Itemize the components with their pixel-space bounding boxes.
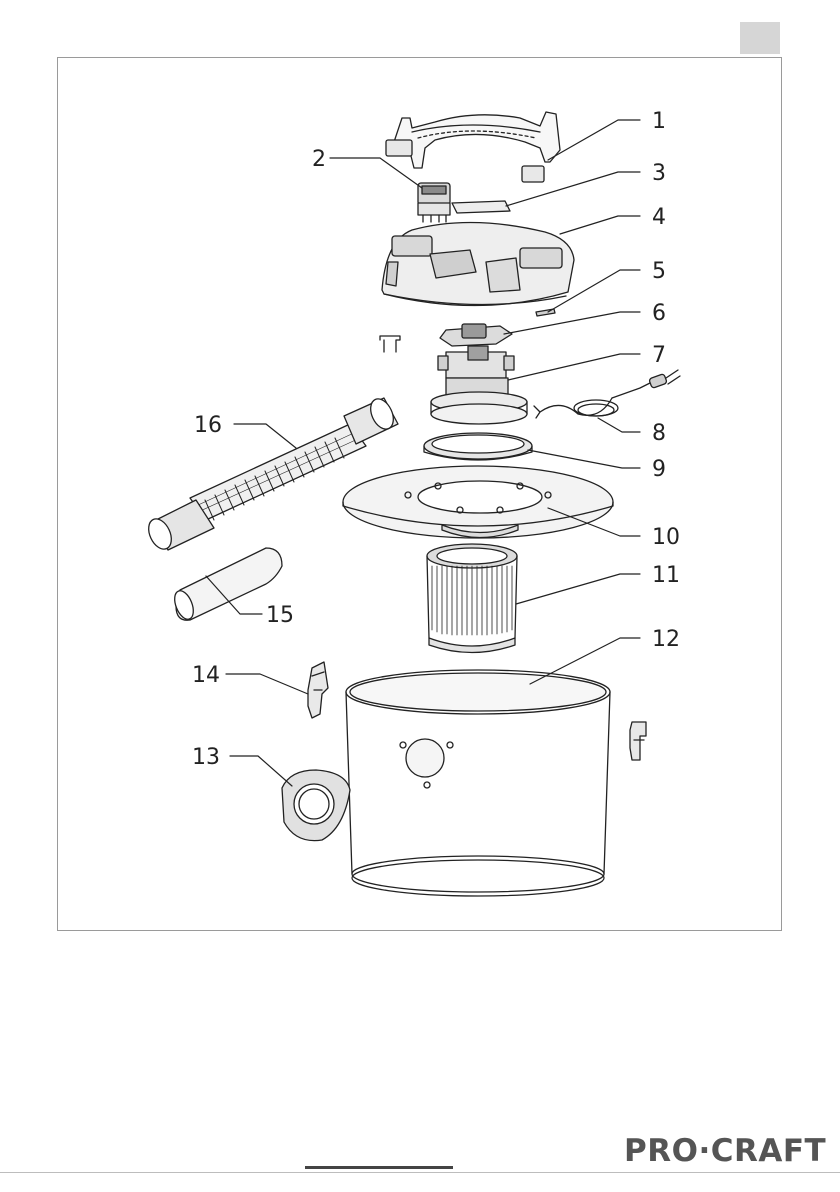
callout-10: 10: [652, 525, 680, 550]
footer-rule: [0, 1172, 840, 1173]
part-inlet-cover: [282, 770, 350, 841]
callout-6: 6: [652, 301, 666, 326]
part-drum: [346, 670, 610, 896]
callout-11: 11: [652, 563, 680, 588]
callout-1: 1: [652, 109, 666, 134]
callout-2: 2: [312, 147, 326, 172]
callout-13: 13: [192, 745, 220, 770]
part-plate: [343, 466, 613, 538]
callout-8: 8: [652, 421, 666, 446]
part-clip: [308, 662, 328, 718]
callout-5: 5: [652, 259, 666, 284]
callout-12: 12: [652, 627, 680, 652]
footer-tab: [305, 1166, 453, 1169]
part-label-plate: [452, 201, 510, 213]
callout-9: 9: [652, 457, 666, 482]
part-lid: [382, 222, 574, 305]
part-small-clip: [380, 336, 400, 352]
part-handle: [386, 112, 560, 182]
part-side-clip: [630, 722, 646, 760]
part-motor-cap: [440, 324, 512, 346]
part-power-cord: [534, 370, 680, 418]
part-ring: [424, 433, 532, 460]
part-filter: [427, 544, 517, 653]
callout-15: 15: [266, 603, 294, 628]
callout-4: 4: [652, 205, 666, 230]
callout-3: 3: [652, 161, 666, 186]
brand-logo: PRO·CRAFT: [624, 1131, 782, 1171]
callout-7: 7: [652, 343, 666, 368]
part-switch: [418, 183, 450, 222]
callout-14: 14: [192, 663, 220, 688]
part-motor: [431, 346, 527, 424]
part-hose: [144, 395, 398, 552]
callout-16: 16: [194, 413, 222, 438]
